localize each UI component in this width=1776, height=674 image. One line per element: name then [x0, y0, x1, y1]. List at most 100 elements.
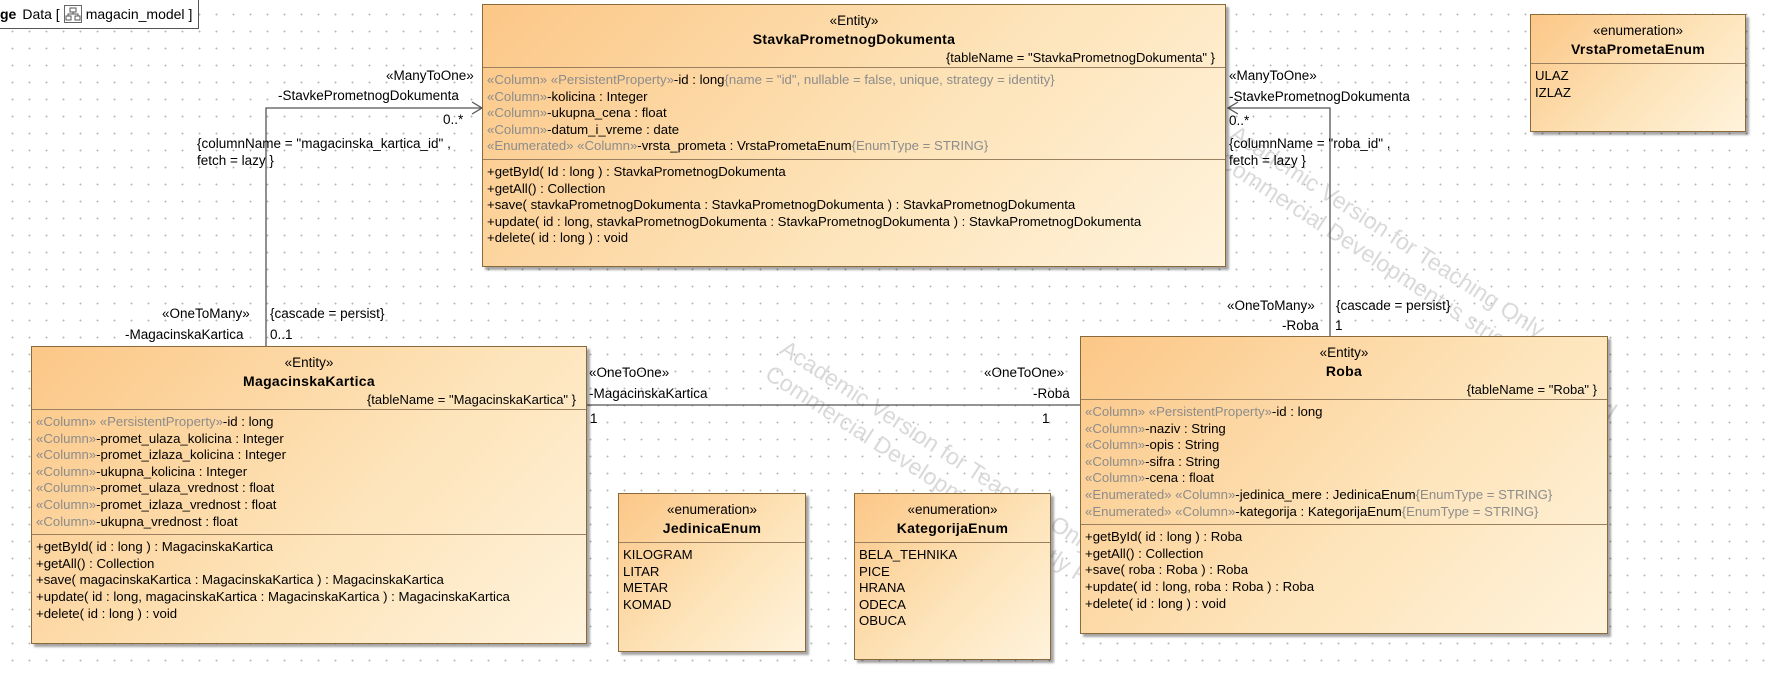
attribute-stereotype: «Enumerated» «Column» [487, 138, 638, 154]
attribute-signature: -naziv : String [1145, 420, 1226, 436]
stereotype-label: «Entity» [829, 13, 879, 28]
operation-row[interactable]: +getById( id : long ) : Roba [1085, 529, 1243, 545]
attribute-compartment: «Column» «PersistentProperty»-id : long«… [32, 409, 586, 534]
attribute-signature: -kolicina : Integer [547, 88, 648, 104]
assoc-left-top-stereotype: «ManyToOne» [386, 68, 474, 83]
stereotype-label: «enumeration» [666, 502, 758, 517]
operation-row[interactable]: +delete( id : long ) : void [487, 230, 629, 246]
operation-row[interactable]: +delete( id : long ) : void [36, 605, 178, 621]
enum-literal[interactable]: METAR [623, 580, 669, 596]
attribute-row[interactable]: «Column»-promet_izlaza_kolicina : Intege… [36, 447, 582, 464]
attribute-stereotype: «Column» [36, 480, 97, 496]
operation-compartment: +getById( id : long ) : Roba+getAll() : … [1081, 524, 1607, 616]
enum-literal[interactable]: BELA_TEHNIKA [859, 547, 958, 562]
enum-literal[interactable]: KILOGRAM [623, 547, 693, 562]
attribute-signature: -ukupna_vrednost : float [96, 513, 238, 529]
enum-literal[interactable]: HRANA [859, 580, 906, 596]
attribute-row[interactable]: «Column»-opis : String [1085, 437, 1603, 454]
attribute-stereotype: «Column» [487, 105, 548, 121]
model-icon [63, 5, 82, 23]
class-name: VrstaPrometaEnum [1571, 41, 1705, 57]
operation-row[interactable]: +getAll() : Collection [1085, 545, 1204, 561]
assoc-left-constraint: {columnName = "magacinska_kartica_id" , [197, 136, 451, 151]
attribute-signature: -vrsta_prometa : VrstaPrometaEnum [637, 138, 852, 154]
attribute-stereotype: «Column» [36, 496, 97, 512]
attribute-stereotype: «Column» «PersistentProperty» [36, 414, 223, 429]
attribute-row[interactable]: «Enumerated» «Column»-vrsta_prometa : Vr… [487, 138, 1221, 155]
attribute-row[interactable]: «Column» «PersistentProperty»-id : long{… [487, 72, 1221, 89]
diagram-frame-tab[interactable]: ge Data [ magacin_model ] [0, 0, 200, 29]
attribute-row[interactable]: «Column»-datum_i_vreme : date [487, 122, 1221, 139]
operation-row[interactable]: +getAll() : Collection [487, 180, 606, 196]
assoc-right-bottom-stereotype: «OneToMany» [1227, 298, 1315, 313]
attribute-signature: -id : long [1271, 404, 1323, 419]
operation-row[interactable]: +update( id : long, stavkaPrometnogDokum… [487, 213, 1142, 229]
enum-kategorija[interactable]: «enumeration» KategorijaEnum BELA_TEHNIK… [854, 493, 1051, 660]
attribute-row[interactable]: «Column»-ukupna_cena : float [487, 105, 1221, 122]
attribute-row[interactable]: «Column»-promet_izlaza_vrednost : float [36, 497, 582, 514]
operation-row[interactable]: +update( id : long, magacinskaKartica : … [36, 588, 510, 604]
attribute-row[interactable]: «Column»-promet_ulaza_kolicina : Integer [36, 431, 582, 448]
assoc-left-constraint: fetch = lazy } [197, 153, 274, 168]
attribute-row[interactable]: «Column» «PersistentProperty»-id : long [1085, 404, 1603, 421]
attribute-signature: -sifra : String [1145, 453, 1220, 469]
assoc-left-bottom-role: -MagacinskaKartica [125, 327, 244, 342]
attribute-signature: -kategorija : KategorijaEnum [1235, 503, 1402, 519]
assoc-mid-right-multiplicity: 1 [1042, 411, 1050, 426]
attribute-row[interactable]: «Column»-cena : float [1085, 470, 1603, 487]
attribute-signature: -promet_ulaza_kolicina : Integer [96, 430, 284, 446]
class-stavka-prometnog-dokumenta[interactable]: «Entity» StavkaPrometnogDokumenta {table… [482, 4, 1226, 267]
enum-literal[interactable]: ODECA [859, 596, 906, 612]
attribute-signature: -promet_izlaza_vrednost : float [96, 496, 277, 512]
assoc-mid-left-stereotype: «OneToOne» [589, 365, 670, 380]
attribute-compartment: «Column» «PersistentProperty»-id : long«… [1081, 399, 1607, 524]
attribute-row[interactable]: «Enumerated» «Column»-kategorija : Kateg… [1085, 504, 1603, 521]
operation-row[interactable]: +update( id : long, roba : Roba ) : Roba [1085, 578, 1315, 594]
attribute-row[interactable]: «Column»-promet_ulaza_vrednost : float [36, 480, 582, 497]
assoc-right-top-stereotype: «ManyToOne» [1229, 68, 1317, 83]
class-name: StavkaPrometnogDokumenta [752, 31, 956, 47]
assoc-left-bottom-cascade: {cascade = persist} [270, 306, 385, 321]
class-roba[interactable]: «Entity» Roba {tableName = "Roba" } «Col… [1080, 336, 1608, 634]
class-magacinska-kartica[interactable]: «Entity» MagacinskaKartica {tableName = … [31, 346, 587, 644]
enum-literal[interactable]: ULAZ [1535, 68, 1569, 83]
assoc-left-bottom-stereotype: «OneToMany» [162, 306, 250, 321]
enum-literal[interactable]: PICE [859, 563, 890, 579]
stereotype-label: «enumeration» [907, 502, 998, 517]
attribute-stereotype: «Column» [1085, 437, 1146, 453]
attribute-stereotype: «Column» «PersistentProperty» [487, 72, 674, 87]
attribute-row[interactable]: «Column»-naziv : String [1085, 421, 1603, 438]
attribute-signature: -cena : float [1145, 470, 1215, 486]
attribute-row[interactable]: «Column»-sifra : String [1085, 454, 1603, 471]
attribute-row[interactable]: «Column»-kolicina : Integer [487, 89, 1221, 106]
enum-literal[interactable]: LITAR [623, 563, 660, 579]
assoc-left-bottom-multiplicity: 0..1 [270, 327, 293, 342]
operation-row[interactable]: +getById( Id : long ) : StavkaPrometnogD… [487, 163, 786, 179]
attribute-row[interactable]: «Column» «PersistentProperty»-id : long [36, 414, 582, 431]
attribute-signature: -jedinica_mere : JedinicaEnum [1235, 486, 1416, 502]
operation-row[interactable]: +delete( id : long ) : void [1085, 595, 1227, 611]
assoc-mid-right-stereotype: «OneToOne» [984, 365, 1065, 380]
assoc-mid-left-role: -MagacinskaKartica [589, 386, 708, 401]
attribute-signature: -opis : String [1145, 437, 1220, 453]
enum-literal[interactable]: IZLAZ [1535, 84, 1571, 100]
attribute-constraint: {EnumType = STRING} [851, 138, 989, 154]
enum-literal[interactable]: KOMAD [623, 596, 672, 612]
attribute-row[interactable]: «Column»-ukupna_kolicina : Integer [36, 464, 582, 481]
operation-row[interactable]: +getAll() : Collection [36, 555, 155, 571]
attribute-compartment: «Column» «PersistentProperty»-id : long {… [483, 67, 1225, 159]
attribute-row[interactable]: «Column»-ukupna_vrednost : float [36, 514, 582, 531]
operation-row[interactable]: +getById( id : long ) : MagacinskaKartic… [36, 539, 274, 555]
attribute-stereotype: «Column» [36, 513, 97, 529]
operation-row[interactable]: +save( magacinskaKartica : MagacinskaKar… [36, 572, 444, 588]
attribute-signature: -id : long [673, 72, 725, 87]
operation-row[interactable]: +save( roba : Roba ) : Roba [1085, 562, 1249, 578]
attribute-row[interactable]: «Enumerated» «Column»-jedinica_mere : Je… [1085, 487, 1603, 504]
enum-literal[interactable]: OBUCA [859, 613, 906, 629]
operation-row[interactable]: +save( stavkaPrometnogDokumenta : Stavka… [487, 197, 1076, 213]
tagged-value: {tableName = "MagacinskaKartica" } [366, 392, 576, 407]
